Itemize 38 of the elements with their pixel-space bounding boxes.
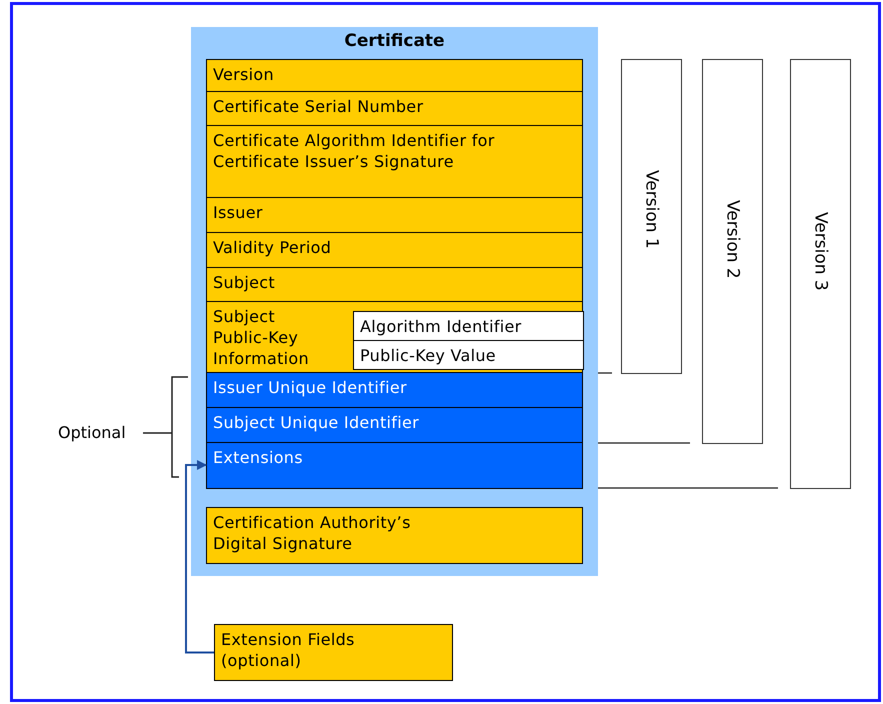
field-label: Algorithm Identifier: [360, 316, 522, 337]
field-box: [206, 301, 583, 373]
field-label: Extension Fields (optional): [221, 629, 356, 671]
field-box: [206, 91, 583, 126]
field-label: Public-Key Value: [360, 345, 496, 366]
field-box: [206, 59, 583, 92]
field-label: Subject Public-Key Information: [213, 306, 310, 369]
field-label: Extensions: [213, 447, 303, 468]
field-label: Version: [213, 64, 274, 85]
field-label: Issuer: [213, 202, 263, 223]
field-label: Certificate Serial Number: [213, 96, 424, 117]
certificate-panel: [191, 27, 598, 576]
field-label: Subject: [213, 272, 275, 293]
field-label: Validity Period: [213, 237, 332, 258]
version-label: Version 3: [810, 212, 832, 291]
field-box: [206, 125, 583, 198]
field-label: Certification Authority’s Digital Signature: [213, 512, 412, 554]
arrow: [185, 460, 214, 654]
bracket-label: Optional: [58, 422, 126, 443]
field-box: [206, 197, 583, 233]
version-label: Version 1: [640, 170, 662, 249]
version-label: Version 2: [722, 200, 744, 279]
subfield-box: [353, 311, 584, 341]
field-box: [206, 507, 583, 564]
field-label: Issuer Unique Identifier: [213, 377, 407, 398]
field-box: [206, 267, 583, 302]
version-bar: [621, 59, 682, 374]
field-box: [214, 624, 453, 681]
version-bar: [790, 59, 851, 489]
version-bar: [702, 59, 763, 444]
optional-field-box: [206, 442, 583, 489]
field-box: [206, 232, 583, 268]
optional-field-box: [206, 407, 583, 443]
field-label: Subject Unique Identifier: [213, 412, 419, 433]
panel-title: Certificate: [344, 30, 445, 52]
field-label: Certificate Algorithm Identifier for Certificate Issuer’s Signature: [213, 130, 496, 172]
optional-field-box: [206, 372, 583, 408]
subfield-box: [353, 340, 584, 370]
